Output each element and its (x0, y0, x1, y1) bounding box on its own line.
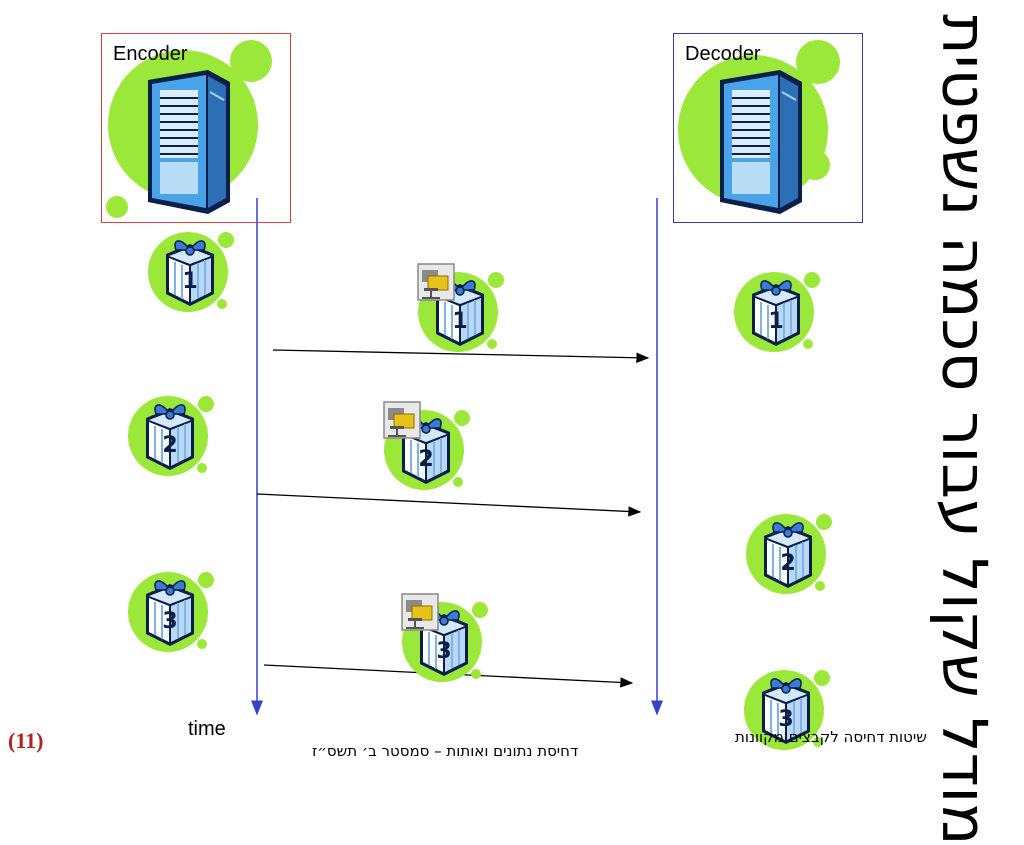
gift-box-icon: 3 (396, 592, 496, 697)
timeline-layer (251, 198, 663, 716)
gift-box-icon: 1 (728, 262, 828, 367)
gift-box-icon: 1 (412, 262, 512, 367)
decoder-blob-small-1 (796, 40, 840, 84)
network-folder-icon (401, 593, 439, 631)
gift-box-icon: 1 (142, 222, 242, 327)
packet-number: 1 (452, 309, 467, 334)
decoder-box (673, 33, 863, 223)
encoder-box (101, 33, 291, 223)
gift-box-icon: 3 (738, 660, 838, 765)
packet-number: 2 (418, 447, 433, 472)
page-number: (11) (8, 728, 44, 753)
packet-number: 1 (182, 269, 197, 294)
gift-box-icon: 3 (122, 562, 222, 667)
encoder-blob-small-2 (106, 196, 128, 218)
footer-topic: שיטות דחיסה לקבצים מקוונות (735, 728, 927, 746)
packet-number: 3 (162, 609, 177, 634)
packet-number: 1 (768, 309, 783, 334)
decoder-blob-small-2 (800, 150, 830, 180)
network-folder-icon (417, 263, 455, 301)
packet-number: 2 (162, 433, 177, 458)
encoder-label: Encoder (113, 43, 188, 65)
gift-box-icon: 2 (122, 386, 222, 491)
packet-number: 3 (436, 639, 451, 664)
decoder-server-icon (720, 70, 802, 214)
gift-box-icon: 2 (740, 504, 840, 609)
transmit-arrow-1 (272, 349, 650, 363)
transmit-arrow-2 (256, 493, 642, 517)
packet-number: 2 (780, 551, 795, 576)
encoder-server-icon (148, 70, 230, 214)
network-folder-icon (383, 401, 421, 439)
slide-title: מודל שקול עבור סכמה נשפטית (928, 14, 1001, 845)
packet-number: 3 (778, 707, 793, 732)
gift-box-icon: 2 (378, 400, 478, 505)
time-label: time (188, 718, 226, 740)
decoder-label: Decoder (685, 43, 761, 65)
footer-course: דחיסת נתונים ואותות – סמסטר ב׳ תשס״ז (312, 742, 579, 760)
encoder-blob-small-1 (230, 40, 272, 82)
